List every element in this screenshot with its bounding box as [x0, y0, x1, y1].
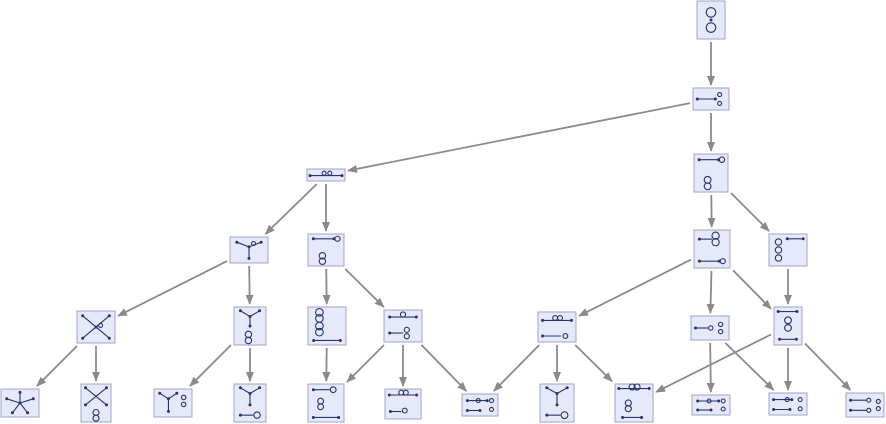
- three-stacked-components-graph-icon: [312, 307, 342, 342]
- graph-node-n12: [537, 311, 577, 343]
- edge-n4-to-n9: [245, 265, 254, 305]
- edge-chain-components-graph-icon: [465, 398, 495, 412]
- node-box: [306, 168, 346, 182]
- node-box: [691, 394, 731, 416]
- three-prong-star-graph-icon: [235, 240, 263, 260]
- graph-node-n8: [76, 310, 116, 344]
- loop-stack-with-edge-graph-icon: [776, 310, 799, 341]
- edge-loop-and-components-graph-icon: [311, 386, 341, 419]
- double-loop-edge-and-loop-graph-icon: [387, 389, 419, 414]
- three-prong-with-edge-loop-graph-icon: [238, 386, 262, 419]
- double-loop-and-loop-edge-graph-icon: [617, 383, 651, 419]
- figure-eight-loop-graph-icon: [705, 7, 717, 33]
- graph-node-n23: [614, 383, 654, 423]
- graph-node-n15: [0, 388, 40, 418]
- graph-node-n18: [233, 383, 267, 423]
- edge-n14-to-n26: [804, 342, 852, 391]
- edge-n5-to-n11: [344, 268, 385, 308]
- two-edge-loop-components-graph-icon: [388, 311, 418, 340]
- edge-n12-to-n23: [574, 344, 613, 382]
- graph-node-n10: [307, 306, 347, 346]
- graph-node-n26: [845, 392, 885, 418]
- graph-node-n17: [153, 388, 193, 418]
- edge-and-double-loop-graph-icon: [695, 92, 723, 106]
- node-box: [233, 306, 267, 346]
- graph-node-n13: [690, 315, 730, 341]
- graph-node-n16: [80, 383, 112, 423]
- four-prong-cross-graph-icon: [81, 314, 111, 340]
- edge-loop-pair-graph-icon: [694, 321, 724, 335]
- graph-node-n14: [773, 306, 803, 346]
- graph-node-n22: [539, 383, 575, 423]
- four-prong-with-double-loop-graph-icon: [84, 386, 108, 422]
- edge-n6-to-n14: [732, 269, 772, 310]
- edge-loop-pair-with-double-loop-graph-icon: [849, 397, 881, 413]
- graph-node-n21: [461, 393, 499, 417]
- edges-layer: [36, 42, 852, 393]
- node-box: [845, 392, 885, 418]
- graph-node-n3: [693, 153, 729, 193]
- edge-n14-to-n23: [655, 333, 772, 393]
- node-box: [80, 383, 112, 423]
- edge-n6-to-n12: [578, 258, 692, 317]
- node-box: [768, 392, 808, 416]
- three-prong-with-side-double-loop-graph-icon: [158, 391, 187, 413]
- node-box: [383, 309, 423, 343]
- edge-loop-over-double-loop-graph-icon: [697, 156, 726, 191]
- node-box: [461, 393, 499, 417]
- three-prong-with-edge-loop-graph-icon: [545, 386, 569, 420]
- edge-n9-to-n17: [189, 344, 232, 387]
- five-prong-star-graph-icon: [5, 390, 35, 415]
- edge-loop-over-double-loop-graph-icon: [311, 235, 341, 265]
- edge-n3-to-n7: [730, 192, 770, 232]
- three-prong-with-double-loop-graph-icon: [238, 309, 262, 345]
- edge-n1-to-n2: [347, 102, 691, 173]
- graph-node-n6: [693, 229, 731, 269]
- graph-node-n1: [692, 87, 730, 111]
- graph-node-n0: [696, 0, 726, 40]
- double-loop-with-edge-graph-icon: [774, 237, 805, 262]
- graph-node-n9: [233, 306, 267, 346]
- edge-n2-to-n4: [264, 183, 318, 235]
- double-loop-with-edge-pair-graph-icon: [541, 315, 573, 339]
- graph-node-n24: [691, 394, 731, 416]
- graph-node-n11: [383, 309, 423, 343]
- flat-edge-double-loop-graph-icon: [308, 170, 344, 178]
- edge-chain-components-graph-icon: [696, 398, 726, 412]
- edge-n13-to-n24: [706, 342, 715, 393]
- graph-node-n20: [384, 388, 422, 420]
- edge-n12-to-n21: [493, 344, 540, 392]
- edge-n4-to-n8: [117, 260, 228, 317]
- node-box: [614, 383, 654, 423]
- edge-n8-to-n15: [36, 345, 78, 387]
- graph-node-n19: [307, 383, 345, 423]
- node-box: [307, 306, 347, 346]
- graph-node-n25: [768, 392, 808, 416]
- graph-node-n2: [306, 168, 346, 182]
- edge-n6-to-n13: [706, 270, 715, 314]
- edge-n11-to-n21: [420, 344, 468, 392]
- edge-n13-to-n25: [724, 342, 775, 391]
- edge-and-loop-pair-graph-icon: [772, 397, 803, 412]
- graph-node-n4: [229, 236, 269, 264]
- graph-node-n7: [768, 233, 808, 267]
- graph-node-n5: [307, 233, 345, 267]
- edge-n11-to-n19: [346, 344, 385, 383]
- double-loop-over-edge-loop-graph-icon: [697, 231, 726, 265]
